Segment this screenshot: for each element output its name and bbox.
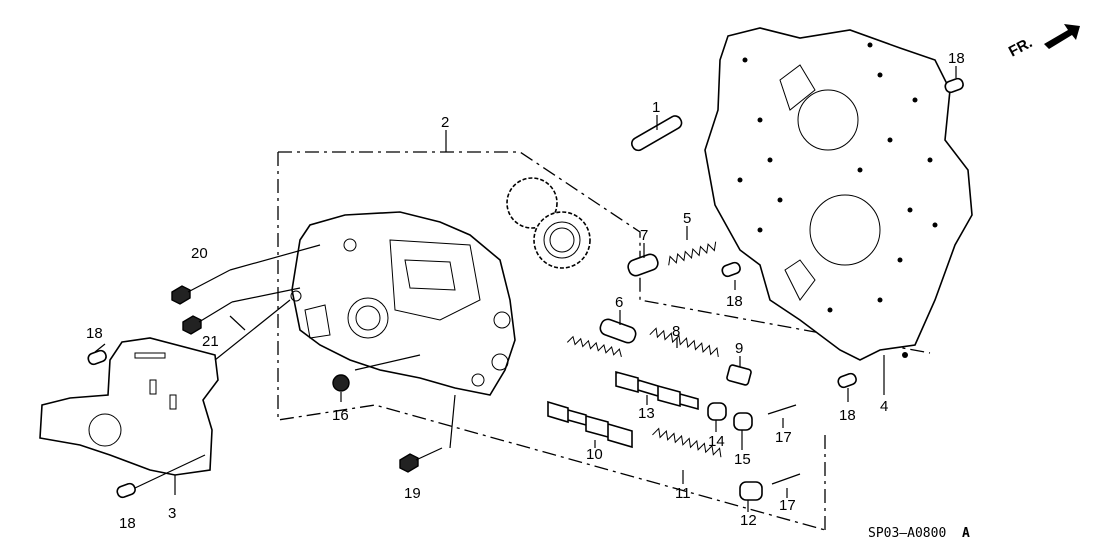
callout-11: 11: [675, 485, 691, 502]
callout-17-lower: 17: [779, 497, 796, 514]
callout-5: 5: [683, 210, 691, 227]
callout-18-plate: 18: [726, 293, 743, 310]
callout-18-left-lower: 18: [119, 515, 136, 532]
small-plate: [39, 337, 219, 476]
dowel-pins: [87, 77, 964, 501]
valve-body: [290, 211, 516, 396]
leader-lines: [94, 66, 957, 512]
assembly-boundary: [277, 151, 931, 531]
callout-3: 3: [168, 505, 176, 522]
callout-7: 7: [640, 227, 648, 244]
reference-code-suffix: A: [962, 526, 970, 541]
callout-20: 20: [191, 245, 208, 262]
callout-8: 8: [672, 323, 680, 340]
front-label: FR.: [1006, 34, 1035, 60]
callout-9: 9: [735, 340, 743, 357]
front-direction-indicator: FR.: [1006, 24, 1080, 61]
callout-15: 15: [734, 451, 751, 468]
callout-12: 12: [740, 512, 757, 529]
callout-17-upper: 17: [775, 429, 792, 446]
callout-labels: 1 2 3 4 5 6 7 8 9 10 11 12 13 14 15 16 1…: [86, 50, 965, 532]
callout-13: 13: [638, 405, 655, 422]
callout-4: 4: [880, 398, 888, 415]
callout-18-top-right: 18: [948, 50, 965, 67]
reference-code: SP03–A0800 A: [868, 526, 970, 541]
callout-1: 1: [652, 99, 660, 116]
callout-19: 19: [404, 485, 421, 502]
callout-18-plate-lower: 18: [839, 407, 856, 424]
callout-21: 21: [202, 333, 219, 350]
pump-gears: [506, 177, 591, 269]
separator-plate: [704, 27, 973, 361]
springs: [566, 241, 722, 458]
callout-10: 10: [586, 446, 603, 463]
spool-valves: [547, 370, 699, 449]
reference-code-text: SP03–A0800: [868, 526, 946, 541]
plate-holes: [737, 42, 938, 358]
callout-2: 2: [441, 114, 449, 131]
front-arrow-icon: [1044, 24, 1080, 49]
bolts: [171, 269, 443, 473]
roll-pins: [767, 404, 801, 485]
callout-16: 16: [332, 407, 349, 424]
callout-6: 6: [615, 294, 623, 311]
callout-18-left-upper: 18: [86, 325, 103, 342]
callout-14: 14: [708, 433, 725, 450]
